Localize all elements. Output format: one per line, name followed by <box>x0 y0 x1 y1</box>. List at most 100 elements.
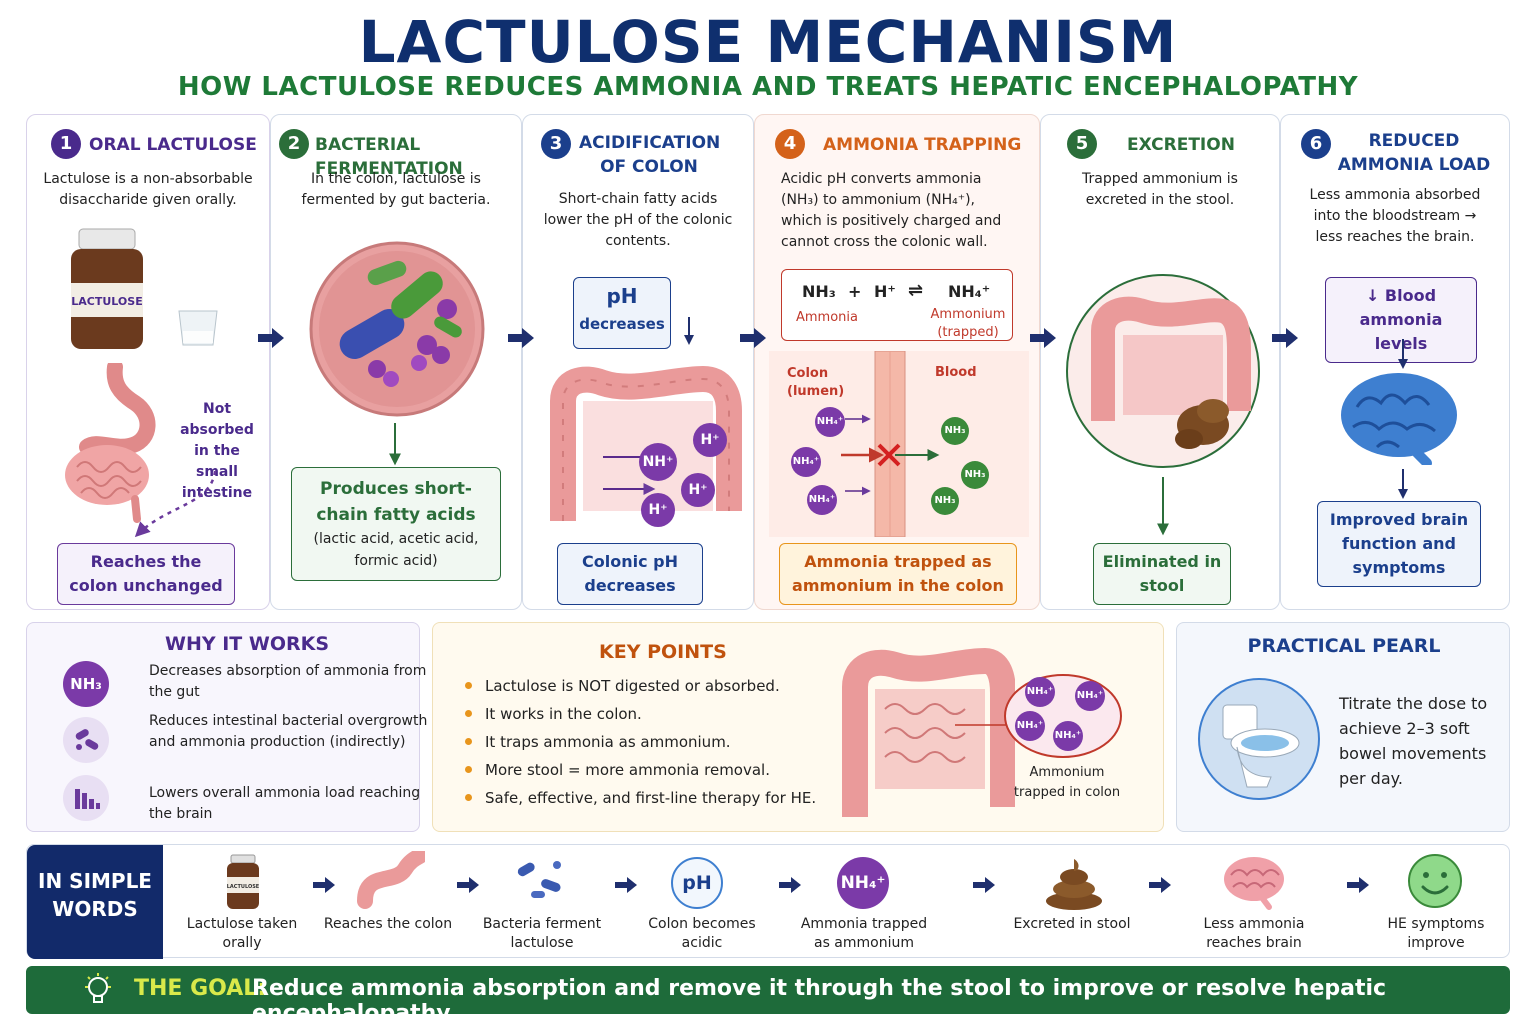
simple-arrow-icon <box>779 877 801 893</box>
ph-box-label: pH <box>606 284 638 308</box>
brain-icon <box>1341 373 1457 465</box>
pearl-title: PRACTICAL PEARL <box>1247 635 1441 657</box>
brain-pink-icon <box>1224 857 1284 910</box>
down-arrow-icon <box>1398 339 1408 369</box>
simple-arrow-icon <box>973 877 995 893</box>
step-3-number: 3 <box>541 129 571 159</box>
step-4-result: Ammonia trapped as ammonium in the colon <box>779 543 1017 605</box>
step-5-description: Trapped ammonium is excreted in the stoo… <box>1082 171 1238 208</box>
key-points-panel: KEY POINTS Lactulose is NOT digested or … <box>432 622 1164 832</box>
ph-box-sub: decreases <box>579 315 665 333</box>
ph-icon: pH <box>671 857 723 909</box>
step-1-title: ORAL LACTULOSE <box>89 135 257 155</box>
key-point-5: Safe, effective, and first-line therapy … <box>485 789 817 807</box>
bullet-dot <box>465 710 472 717</box>
step-4-number: 4 <box>775 129 805 159</box>
practical-pearl-panel: PRACTICAL PEARL Titrate the dose to achi… <box>1176 622 1510 832</box>
bacteria-down-icon <box>63 717 109 763</box>
goal-text: Reduce ammonia absorption and remove it … <box>252 976 1387 1024</box>
goal-label: THE GOAL: <box>134 976 267 1001</box>
eq-nh3-label: Ammonia <box>796 310 858 325</box>
nh4-icon: NH₄⁺ <box>837 857 889 909</box>
step-3-result: Colonic pH decreases <box>557 543 703 605</box>
stool-icon <box>1046 859 1102 910</box>
step-1-result: Reaches the colon unchanged <box>57 543 235 605</box>
step-2-number: 2 <box>279 129 309 159</box>
h-ion-badge-3: H⁺ <box>641 493 675 527</box>
why-item-2: Reduces intestinal bacterial overgrowth … <box>149 713 428 750</box>
kp-nh4-ion-3: NH₄⁺ <box>1015 711 1045 741</box>
flow-arrow-4 <box>1030 328 1056 348</box>
key-points-title: KEY POINTS <box>599 641 727 663</box>
why-it-works-panel: WHY IT WORKS NH₃ Decreases absorption of… <box>26 622 427 832</box>
eq-nh4: NH₄⁺ <box>948 282 991 301</box>
simple-step-3: Bacteria ferment lactulose <box>482 916 602 951</box>
eq-nh3: NH₃ <box>802 282 836 301</box>
eq-plus: + <box>848 282 862 301</box>
simple-step-1: Lactulose taken orally <box>186 916 298 951</box>
simple-bottle-label: LACTULOSE <box>227 884 260 890</box>
nh4-ion-1: NH₄⁺ <box>815 407 845 437</box>
nh-ion-badge: NH⁺ <box>639 443 677 481</box>
key-point-3: It traps ammonia as ammonium. <box>485 733 731 751</box>
eq-nh4-label: Ammonium (trapped) <box>930 307 1006 340</box>
step-6-card: 6 REDUCED AMMONIA LOAD Less ammonia abso… <box>1280 114 1510 610</box>
brain-function-box: Improved brain function and symptoms <box>1317 501 1481 587</box>
bottle-icon: LACTULOSE <box>227 854 260 909</box>
step-5-title: EXCRETION <box>1127 135 1235 155</box>
blood-label: Blood <box>935 365 977 380</box>
down-arrow-icon <box>1398 469 1408 499</box>
eq-h: H⁺ <box>874 282 896 301</box>
chart-down-icon <box>63 775 109 821</box>
bullet-dot <box>465 766 472 773</box>
step-2-title: BACTERIAL FERMENTATION <box>315 135 463 179</box>
step-4-description: Acidic pH converts ammonia (NH₃) to ammo… <box>781 171 1002 250</box>
step-5-result: Eliminated in stool <box>1093 543 1231 605</box>
dotted-path-arrow <box>134 470 217 538</box>
simple-words-label: IN SIMPLE WORDS <box>27 845 163 959</box>
simple-step-8: HE symptoms improve <box>1387 916 1485 951</box>
h-ion-badge-1: H⁺ <box>693 423 727 457</box>
excretion-colon-icon <box>1066 274 1260 468</box>
simple-arrow-icon <box>615 877 637 893</box>
smiley-icon <box>1408 854 1462 908</box>
goal-banner: THE GOAL: Reduce ammonia absorption and … <box>26 966 1510 1024</box>
why-item-1: Decreases absorption of ammonia from the… <box>149 663 427 700</box>
equation-box: NH₃ + H⁺ ⇌ NH₄⁺ Ammonia Ammonium (trappe… <box>781 269 1013 341</box>
simple-arrow-icon <box>457 877 479 893</box>
key-point-1: Lactulose is NOT digested or absorbed. <box>485 677 780 695</box>
bullet-dot <box>465 738 472 745</box>
ph-down-arrow-icon <box>684 317 694 345</box>
nh4-ion-2: NH₄⁺ <box>791 447 821 477</box>
flow-arrow-1 <box>258 328 284 348</box>
step-6-number: 6 <box>1301 129 1331 159</box>
colon-lumen-label: Colon (lumen) <box>787 366 845 399</box>
pearl-text: Titrate the dose to achieve 2–3 soft bow… <box>1339 694 1488 788</box>
step-4-title: AMMONIA TRAPPING <box>823 135 1022 155</box>
bullet-dot <box>465 794 472 801</box>
nh3-ion-2: NH₃ <box>961 461 989 489</box>
nh3-ion-1: NH₃ <box>941 417 969 445</box>
eq-arrow: ⇌ <box>908 280 924 301</box>
step-6-description: Less ammonia absorbed into the bloodstre… <box>1309 187 1481 245</box>
step-3-description: Short-chain fatty acids lower the pH of … <box>543 191 733 249</box>
why-item-3: Lowers overall ammonia load reaching the… <box>149 785 421 822</box>
simple-step-5: Ammonia trapped as ammonium <box>800 916 928 951</box>
step-4-card: 4 AMMONIA TRAPPING Acidic pH converts am… <box>754 114 1040 610</box>
key-point-4: More stool = more ammonia removal. <box>485 761 770 779</box>
stomach-intestine-icon <box>65 363 156 523</box>
step-2-card: 2 BACTERIAL FERMENTATION In the colon, l… <box>270 114 522 610</box>
page-title: LACTULOSE MECHANISM <box>358 8 1178 76</box>
simple-step-4: Colon becomes acidic <box>648 916 756 951</box>
simple-arrow-icon <box>1149 877 1171 893</box>
lightbulb-icon <box>85 973 111 1003</box>
down-arrow-icon <box>389 423 401 466</box>
simple-step-6: Excreted in stool <box>1013 916 1131 932</box>
bacteria-icon <box>309 241 485 417</box>
simple-step-2: Reaches the colon <box>323 916 453 932</box>
step-3-title-line2: OF COLON <box>600 157 698 177</box>
bacteria-icon <box>517 861 561 898</box>
step-6-title: REDUCED AMMONIA LOAD <box>1337 131 1491 175</box>
page-subtitle: HOW LACTULOSE REDUCES AMMONIA AND TREATS… <box>177 72 1359 102</box>
simple-step-7: Less ammonia reaches brain <box>1203 916 1305 951</box>
